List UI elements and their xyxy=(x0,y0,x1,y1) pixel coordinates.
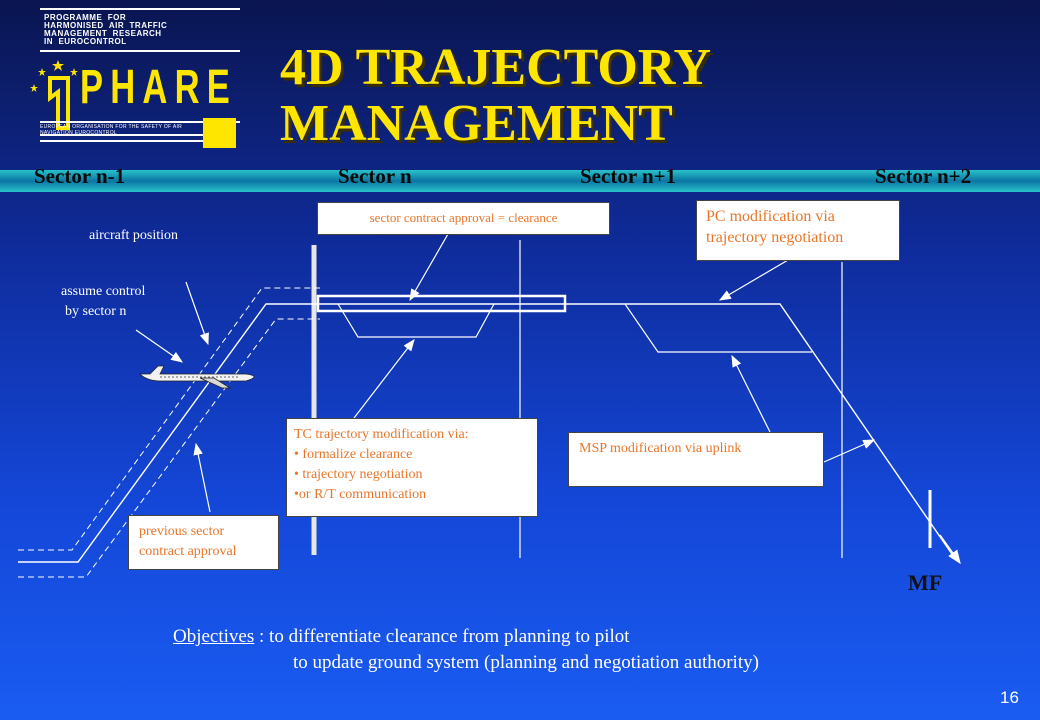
pc-modification-line-1: PC modification via xyxy=(706,208,835,225)
trajectory-line xyxy=(18,303,957,563)
msp-modification-path xyxy=(624,303,812,353)
logo-word: PHARE xyxy=(80,61,237,114)
logo-rule xyxy=(40,134,210,136)
title-line-2: MANAGEMENT xyxy=(280,95,673,152)
phare-logo: PROGRAMME FOR HARMONISED AIR TRAFFIC MAN… xyxy=(10,8,240,158)
sector-label-n-plus-2: Sector n+2 xyxy=(875,164,972,188)
logo-caption: PROGRAMME FOR HARMONISED AIR TRAFFIC MAN… xyxy=(44,13,168,46)
assume-control-label-2: by sector n xyxy=(65,304,127,319)
page-number: 16 xyxy=(1000,688,1019,707)
sector-contract-box: sector contract approval = clearance xyxy=(317,202,610,235)
tc-modification-path xyxy=(337,303,495,338)
logo-rule xyxy=(40,8,240,10)
logo-rule xyxy=(40,140,210,142)
title-line-1: 4D TRAJECTORY xyxy=(280,39,712,96)
tc-modification-title: TC trajectory modification via: xyxy=(294,427,469,442)
logo-subtitle: EUROPEAN ORGANISATION FOR THE SAFETY OF … xyxy=(40,124,183,136)
tc-modification-box: TC trajectory modification via: • formal… xyxy=(286,418,538,517)
objectives-block: Objectives : to differentiate clearance … xyxy=(173,624,759,676)
sector-label-n-minus-1: Sector n-1 xyxy=(34,164,126,188)
tc-item-1: • formalize clearance xyxy=(294,447,413,462)
mf-label: MF xyxy=(908,570,943,595)
previous-sector-line-2: contract approval xyxy=(139,544,237,559)
sector-label-n: Sector n xyxy=(338,164,412,188)
corridor-lower xyxy=(18,318,320,578)
objectives-text-2: to update ground system (planning and ne… xyxy=(293,652,759,673)
assume-control-label-1: assume control xyxy=(61,284,146,299)
logo-rule xyxy=(40,50,240,52)
objectives-line-2: to update ground system (planning and ne… xyxy=(173,650,759,676)
msp-modification-box: MSP modification via uplink xyxy=(568,432,824,487)
sector-contract-text: sector contract approval = clearance xyxy=(369,210,558,225)
logo-emblem-icon xyxy=(30,60,78,130)
tc-item-2: • trajectory negotiation xyxy=(294,467,423,482)
slide-title: 4D TRAJECTORY MANAGEMENT xyxy=(280,40,711,152)
pc-modification-line-2: trajectory negotiation xyxy=(706,229,844,246)
tc-item-3: •or R/T communication xyxy=(294,487,427,502)
objectives-separator: : xyxy=(254,626,270,647)
sector-label-n-plus-1: Sector n+1 xyxy=(580,164,677,188)
objectives-line-1: Objectives : to differentiate clearance … xyxy=(173,624,759,650)
objectives-text-1: to differentiate clearance from planning… xyxy=(269,626,630,647)
corridor-upper xyxy=(18,287,320,551)
logo-rule xyxy=(40,121,240,123)
msp-modification-text: MSP modification via uplink xyxy=(579,441,742,456)
previous-sector-box: previous sector contract approval xyxy=(128,515,279,570)
pc-modification-box: PC modification via trajectory negotiati… xyxy=(696,200,900,261)
sector-contract-rect xyxy=(316,294,567,313)
sector-header-bar xyxy=(0,170,1040,192)
aircraft-icon xyxy=(139,365,255,389)
aircraft-position-label: aircraft position xyxy=(89,228,179,243)
objectives-label: Objectives xyxy=(173,626,255,647)
logo-square xyxy=(203,118,236,148)
previous-sector-line-1: previous sector xyxy=(139,524,225,539)
